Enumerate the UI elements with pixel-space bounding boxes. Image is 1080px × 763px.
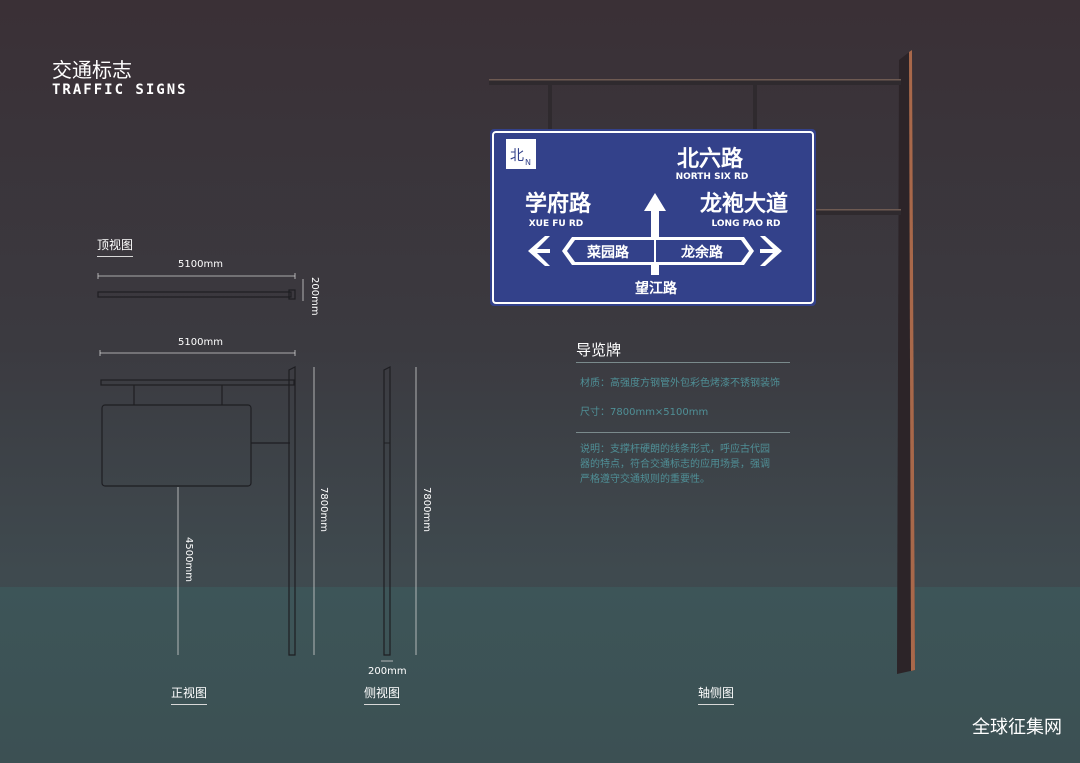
side-total-height-dim: 7800mm [421, 487, 432, 532]
axonometric-structure [489, 50, 915, 674]
info-size: 尺寸：7800mm×5100mm [580, 407, 709, 418]
center-left-road: 菜园路 [586, 244, 630, 261]
watermark: 全球征集网 [972, 717, 1062, 738]
front-view-drawing [99, 350, 315, 656]
north-en-text: N [525, 158, 531, 167]
top-road-en: NORTH SIX RD [676, 172, 749, 182]
page-subtitle: TRAFFIC SIGNS [52, 82, 188, 98]
axonometric-view-label: 轴侧图 [698, 684, 735, 705]
bottom-road-cn: 望江路 [635, 280, 678, 297]
top-width-dim: 5100mm [178, 259, 223, 270]
info-material: 材质：高强度方钢管外包彩色烤漆不锈钢装饰 [580, 378, 780, 389]
top-depth-dim: 200mm [309, 277, 320, 316]
side-view-drawing [381, 366, 417, 662]
front-sign-height-dim: 4500mm [183, 537, 194, 582]
north-indicator [506, 139, 536, 169]
info-desc-line2: 器的特点，符合交通标志的应用场景，强调 [580, 459, 770, 470]
top-view-drawing [97, 273, 304, 301]
info-divider-bottom [576, 432, 790, 433]
side-depth-dim: 200mm [368, 666, 407, 677]
left-arrow [528, 236, 550, 266]
top-view-label: 顶视图 [97, 236, 134, 257]
center-right-road: 龙余路 [680, 244, 724, 261]
left-road-en: XUE FU RD [529, 219, 584, 229]
guide-sign: 北 N 北六路 NORTH SIX RD 学府路 XUE FU RD 龙袍大道 … [490, 129, 816, 306]
straight-arrow [644, 193, 666, 275]
top-road-cn: 北六路 [677, 146, 744, 172]
front-view-label: 正视图 [171, 684, 208, 705]
page-title: 交通标志 [52, 58, 132, 82]
info-desc-line3: 严格遵守交通规则的重要性。 [580, 474, 710, 485]
info-divider-top [576, 362, 790, 363]
front-total-height-dim: 7800mm [318, 487, 329, 532]
north-cn-text: 北 [510, 148, 524, 164]
front-width-dim: 5100mm [178, 337, 223, 348]
info-desc-line1: 说明：支撑杆硬朗的线条形式，呼应古代园 [580, 444, 770, 455]
right-road-en: LONG PAO RD [711, 219, 780, 229]
right-road-cn: 龙袍大道 [700, 191, 788, 217]
left-road-cn: 学府路 [525, 191, 592, 217]
info-title: 导览牌 [576, 341, 622, 359]
right-arrow [760, 236, 782, 266]
side-view-label: 侧视图 [364, 684, 401, 705]
